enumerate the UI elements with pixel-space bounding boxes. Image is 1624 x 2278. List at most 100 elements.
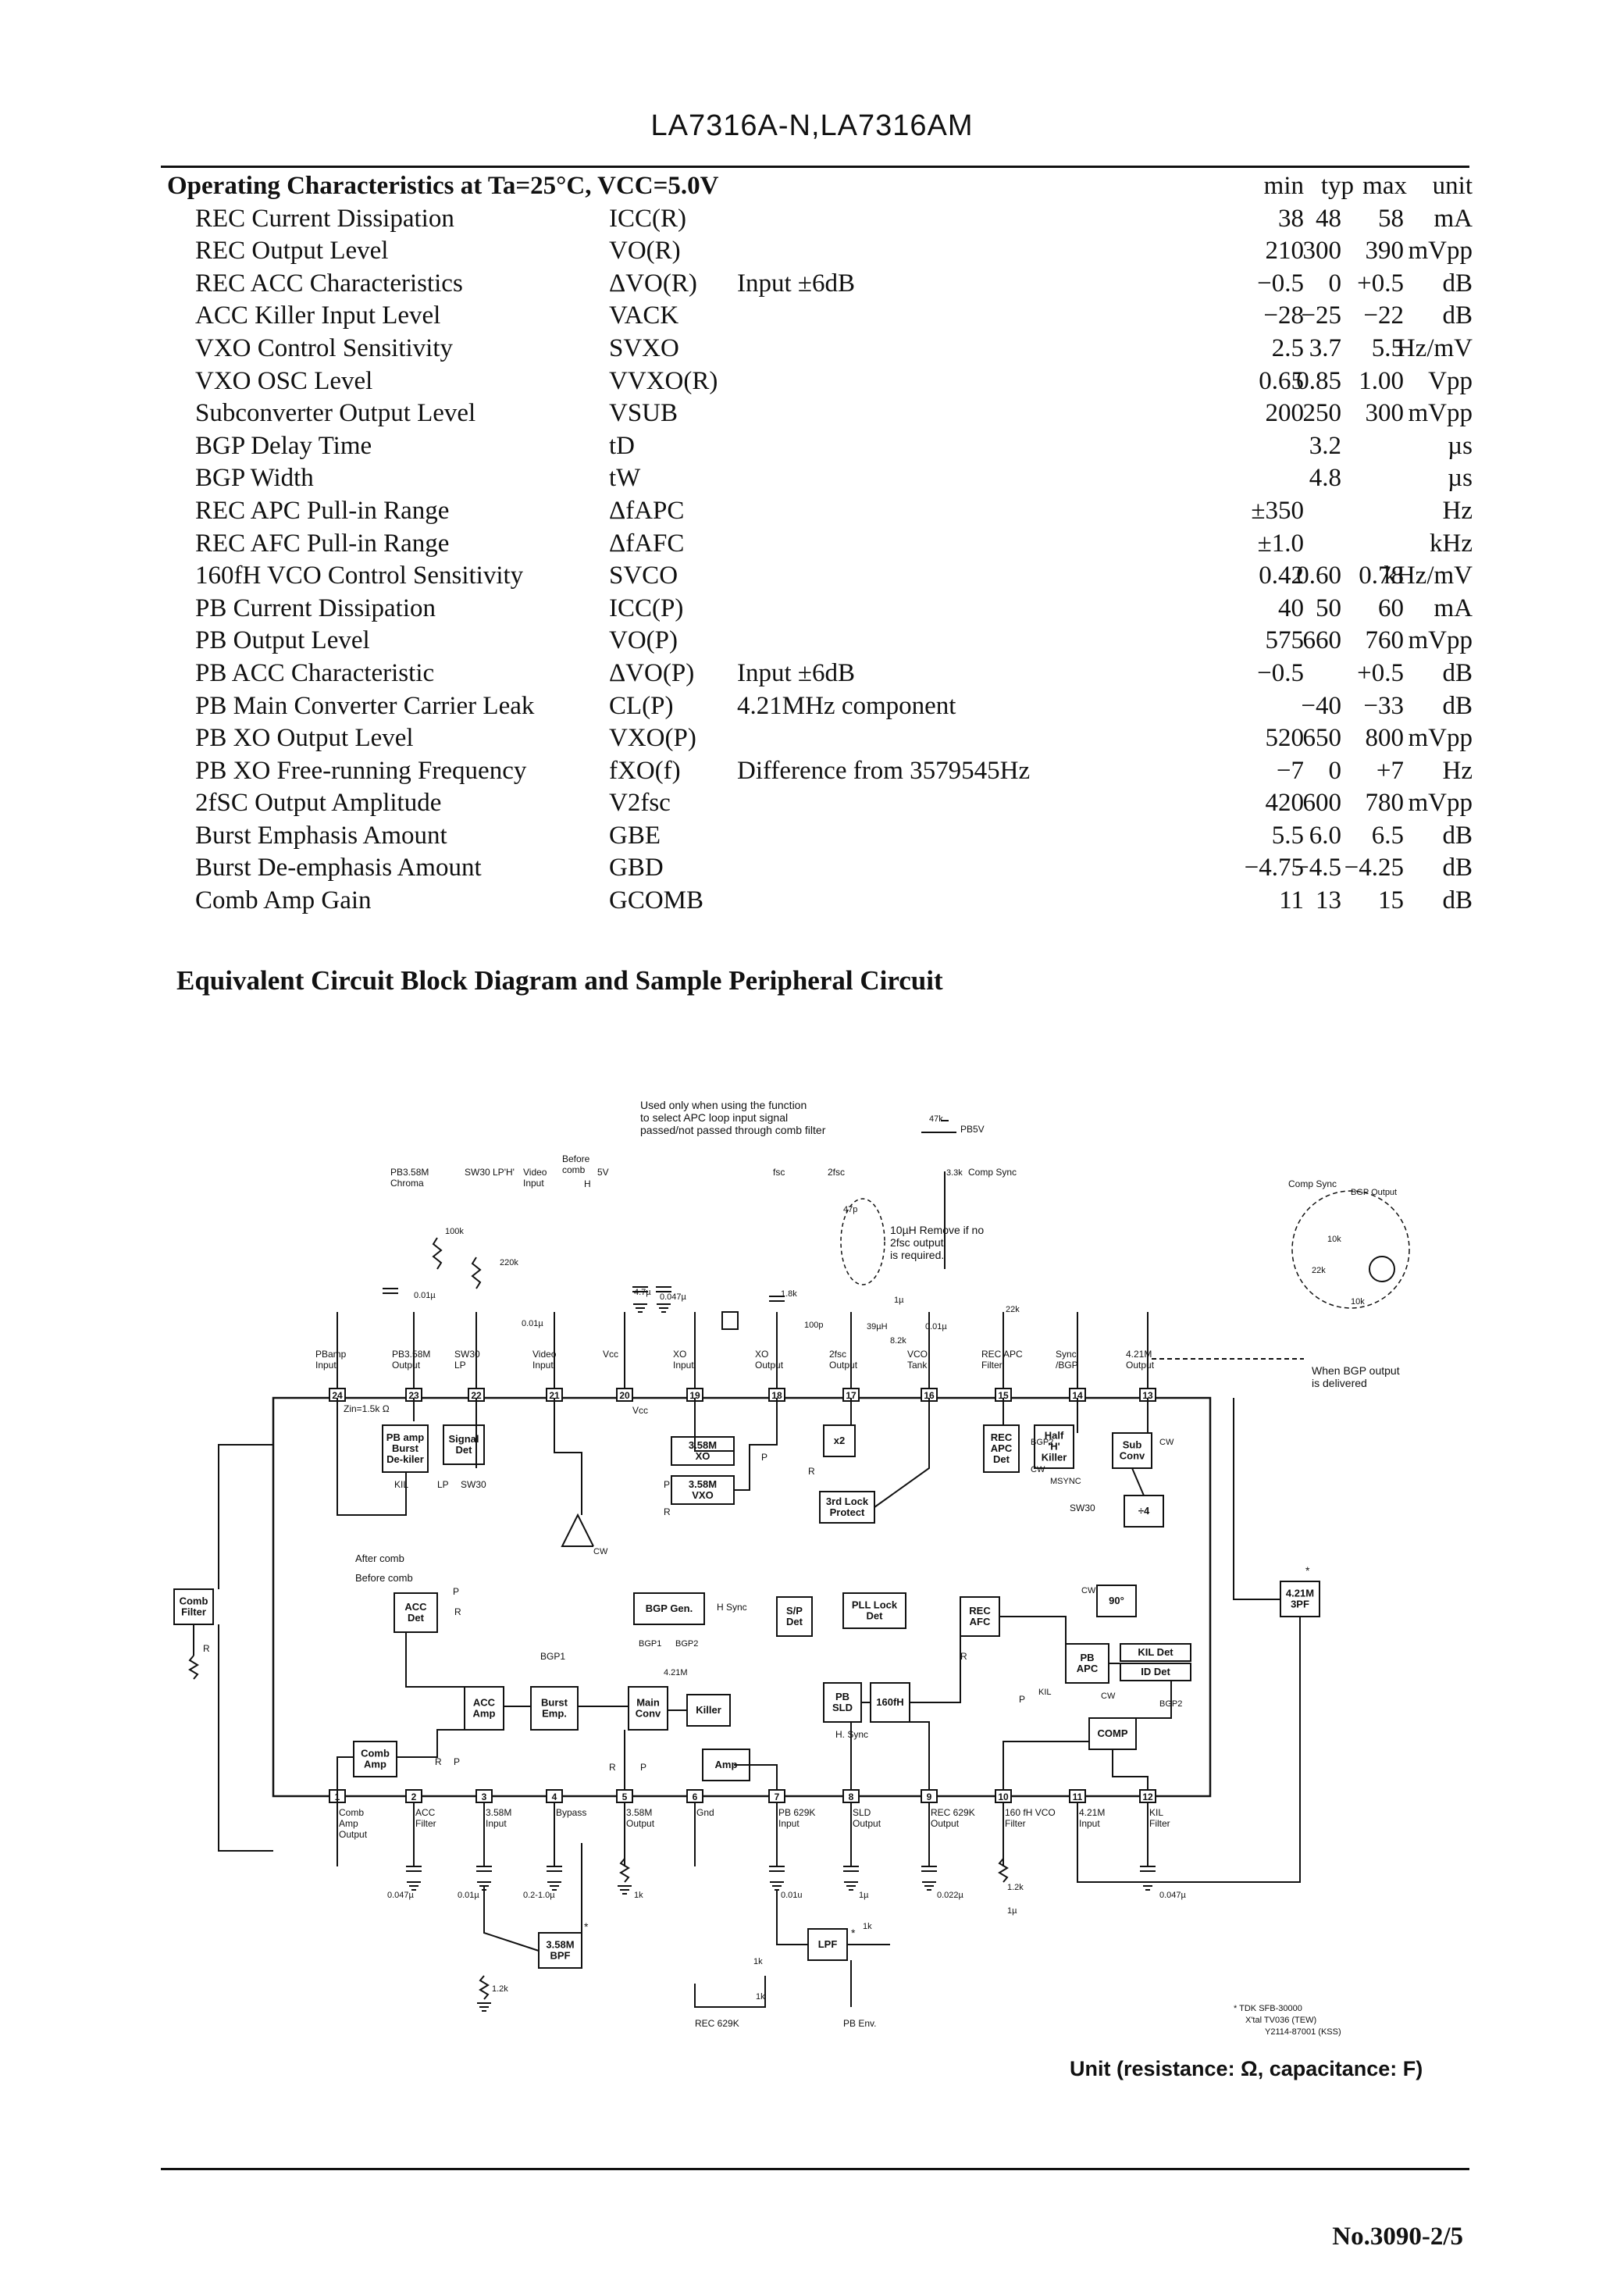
cell-symbol: VO(P): [609, 626, 678, 655]
rec-apc-det-block-label: APC: [991, 1442, 1013, 1454]
cell-typ: 3.2: [1309, 431, 1341, 460]
cell-unit: mVpp: [1408, 724, 1473, 753]
pb-env-label: PB Env.: [843, 2018, 876, 2029]
pin-label: 3.58M: [626, 1807, 652, 1818]
cell-unit: mVpp: [1408, 237, 1473, 266]
r1k-resistor: [619, 1858, 630, 1883]
rec-afc-block-label: AFC: [970, 1616, 991, 1627]
pin-label: ACC: [415, 1807, 436, 1818]
page-number: No.3090-2/5: [1332, 2223, 1463, 2251]
vcc-internal-label: Vcc: [632, 1405, 648, 1416]
cell-typ: 4.8: [1309, 464, 1341, 493]
main-conv-block-label: Main: [636, 1697, 660, 1709]
bgp2-b-label: BGP2: [1031, 1438, 1053, 1447]
acc-amp-block-label: ACC: [473, 1697, 496, 1709]
lock-protect-block: [819, 1491, 875, 1524]
pb-sld-block-label: SLD: [832, 1702, 853, 1713]
pb358-chroma-label: Chroma: [390, 1178, 424, 1189]
operating-characteristics-table: Operating Characteristics at Ta=25°C, VC…: [167, 170, 1473, 918]
r12k-resistor: [998, 1858, 1009, 1883]
kil-b-label: KIL: [1038, 1688, 1052, 1697]
wire-3pf-bottom: [1077, 1617, 1301, 1883]
r1kc-label: 1k: [753, 1957, 763, 1966]
c001-label: 0.01µ: [414, 1291, 436, 1300]
cell-min: 200: [1265, 399, 1305, 428]
cell-typ: 250: [1302, 399, 1342, 428]
p-c-label: P: [640, 1762, 646, 1773]
pb5v-label: PB5V: [960, 1124, 985, 1135]
pin-label: Filter: [415, 1818, 436, 1829]
r100k-label: 100k: [445, 1227, 464, 1236]
bgp2-label: BGP2: [675, 1639, 698, 1649]
cell-min: 40: [1278, 594, 1304, 622]
cell-unit: mVpp: [1408, 789, 1473, 818]
wire-xo-in: [694, 1398, 734, 1452]
cell-min: 210: [1265, 237, 1305, 266]
half-killer-block-label: Killer: [1042, 1452, 1067, 1463]
x2-block-label: x2: [834, 1435, 845, 1446]
pin-label: XO: [673, 1349, 686, 1360]
pin-label: Output: [931, 1818, 960, 1829]
cell-unit: Vpp: [1428, 366, 1473, 395]
remove-note: 10µH Remove if no: [890, 1224, 984, 1236]
cell-unit: dB: [1442, 886, 1473, 915]
cell-max: 760: [1365, 626, 1405, 655]
cell-symbol: GBD: [609, 854, 664, 882]
pin-label: 4.21M: [1126, 1349, 1152, 1360]
cell-min: 5.5: [1271, 821, 1304, 850]
wire-pin21: [554, 1398, 582, 1515]
r1k-label: 1k: [634, 1891, 643, 1900]
c0022-label: 0.022µ: [937, 1891, 964, 1900]
cell-max: +0.5: [1357, 269, 1404, 298]
pin-label: Filter: [1149, 1818, 1170, 1829]
cell-unit: Hz: [1442, 496, 1473, 525]
cell-unit: kHz: [1430, 529, 1473, 558]
killer-block: [686, 1694, 731, 1727]
cell-param: Comb Amp Gain: [195, 886, 372, 915]
wire-sub-phase: [1131, 1467, 1145, 1496]
comb-filter-block-label: Comb: [180, 1595, 208, 1607]
r-e-label: R: [808, 1466, 815, 1477]
pin-label: Input: [673, 1360, 694, 1371]
cell-min: −0.5: [1257, 658, 1304, 687]
cell-typ: 13: [1316, 886, 1341, 915]
cell-symbol: ΔfAFC: [609, 529, 685, 558]
cell-param: PB XO Free-running Frequency: [195, 756, 527, 785]
pin-label: Input: [486, 1818, 507, 1829]
footnote-line: X'tal TV036 (TEW): [1245, 2016, 1316, 2025]
cell-param: PB ACC Characteristic: [195, 658, 435, 687]
pin-label: LP: [454, 1360, 466, 1371]
wire-vco: [874, 1398, 930, 1508]
pin-label: Filter: [1005, 1818, 1026, 1829]
cell-max: 6.5: [1371, 821, 1404, 850]
bgp-dashed-wire: [1147, 1358, 1304, 1386]
r82k-label: 8.2k: [890, 1336, 906, 1346]
triangle-amp: [561, 1513, 594, 1547]
pin-label: /BGP: [1056, 1360, 1078, 1371]
cell-condition: Input ±6dB: [737, 658, 856, 687]
cell-typ: 3.7: [1309, 333, 1341, 362]
apc-note: Used only when using the function: [640, 1099, 807, 1111]
wire-pb-amp: [337, 1398, 407, 1516]
rec629k-label: REC 629K: [695, 2018, 739, 2029]
col-typ: typ: [1320, 172, 1354, 200]
acc-det-block: [394, 1592, 438, 1633]
kil-det-block-label: KIL Det: [1138, 1646, 1173, 1658]
id-det-block: [1120, 1663, 1191, 1681]
wire-rec629k: [694, 1976, 766, 2008]
pin-number: 12: [1142, 1791, 1153, 1802]
cell-max: 60: [1378, 594, 1404, 622]
kil-label: KIL: [394, 1479, 408, 1490]
cell-max: 1.00: [1359, 366, 1404, 395]
